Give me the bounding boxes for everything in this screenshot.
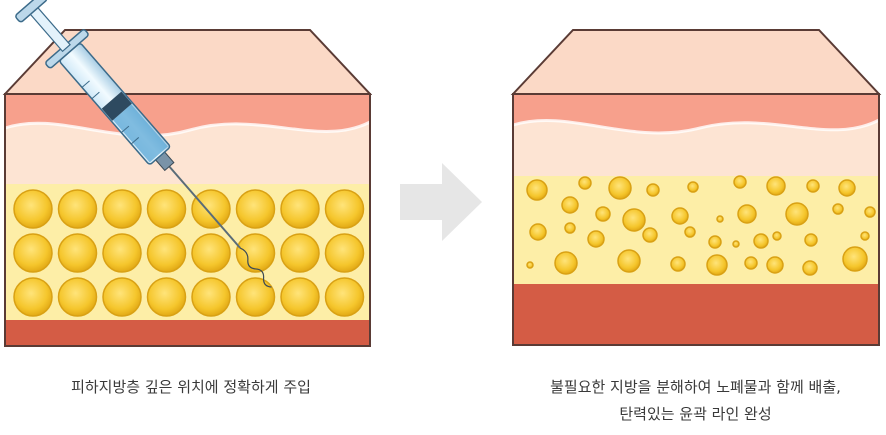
fat-cell <box>102 233 142 273</box>
fat-cell <box>670 256 686 272</box>
fat-cell <box>617 249 641 273</box>
fat-cell <box>280 277 320 317</box>
fat-cell <box>806 179 820 193</box>
fat-cell <box>587 230 605 248</box>
dermis-wave <box>5 122 370 184</box>
fat-cell <box>191 277 231 317</box>
fat-cells <box>13 189 365 317</box>
fat-cell <box>324 189 365 229</box>
fat-cell <box>57 277 98 317</box>
fat-cell <box>146 277 187 317</box>
after-caption: 불필요한 지방을 분해하여 노폐물과 함께 배출, 탄력있는 윤곽 라인 완성 <box>505 374 886 428</box>
before-caption: 피하지방층 깊은 위치에 정확하게 주입 <box>10 374 372 401</box>
fat-cell <box>324 233 365 273</box>
fat-cell <box>529 223 547 241</box>
fat-cell <box>280 189 320 229</box>
fat-cell <box>802 260 818 276</box>
dermis-wave <box>513 120 879 176</box>
skin-top-face <box>510 29 882 95</box>
fat-cell <box>554 251 578 275</box>
before-caption-text: 피하지방층 깊은 위치에 정확하게 주입 <box>71 378 311 396</box>
fat-cell <box>57 233 98 273</box>
fat-cell <box>860 231 870 241</box>
fat-cell <box>146 189 187 229</box>
fat-cell <box>622 208 646 232</box>
fat-cell <box>595 206 611 222</box>
after-caption-line2: 탄력있는 윤곽 라인 완성 <box>619 405 772 423</box>
fat-cell <box>13 189 53 229</box>
fat-cell <box>280 233 320 273</box>
fat-cell <box>838 179 856 197</box>
fat-cell <box>57 189 98 229</box>
fat-cell <box>578 176 592 190</box>
after-skin-diagram <box>510 22 886 352</box>
fat-cell <box>716 215 724 223</box>
muscle-layer <box>513 284 879 345</box>
fat-cell <box>732 240 740 248</box>
fat-cell <box>324 277 365 317</box>
after-caption-line1: 불필요한 지방을 분해하여 노폐물과 함께 배출, <box>550 378 841 396</box>
fat-cell <box>13 233 53 273</box>
muscle-layer <box>5 320 370 346</box>
fat-cell <box>564 222 576 234</box>
fat-cell <box>753 233 769 249</box>
fat-cell <box>102 277 142 317</box>
fat-cell <box>766 256 784 274</box>
fat-cell <box>687 181 699 193</box>
fat-cell <box>744 256 758 270</box>
fat-cell <box>842 246 868 272</box>
fat-cell <box>708 235 722 249</box>
fat-cell <box>804 233 818 247</box>
fat-cell <box>864 206 876 218</box>
fat-cell <box>235 277 276 317</box>
fat-cell <box>832 203 844 215</box>
fat-cell <box>608 176 632 200</box>
fat-cell <box>191 189 231 229</box>
fat-cell <box>706 254 728 276</box>
fat-cell <box>785 202 809 226</box>
fat-cell <box>13 277 53 317</box>
fat-cell <box>642 227 658 243</box>
right-arrow-icon <box>400 163 482 241</box>
fat-cells-reduced <box>526 175 876 276</box>
fat-cell <box>526 261 534 269</box>
fat-cell <box>146 233 187 273</box>
fat-cell <box>646 183 660 197</box>
fat-cell <box>235 233 276 273</box>
fat-cell <box>235 189 276 229</box>
fat-cell <box>766 176 786 196</box>
fat-cell <box>526 179 548 201</box>
fat-cell <box>191 233 231 273</box>
syringe-icon <box>15 0 272 288</box>
fat-cell <box>671 207 689 225</box>
fat-cell <box>561 196 579 214</box>
fat-cell <box>737 204 757 224</box>
fat-cell <box>684 226 696 238</box>
fat-cell <box>102 189 142 229</box>
before-skin-diagram <box>0 0 373 350</box>
fat-cell <box>772 231 782 241</box>
fat-cell <box>733 175 747 189</box>
